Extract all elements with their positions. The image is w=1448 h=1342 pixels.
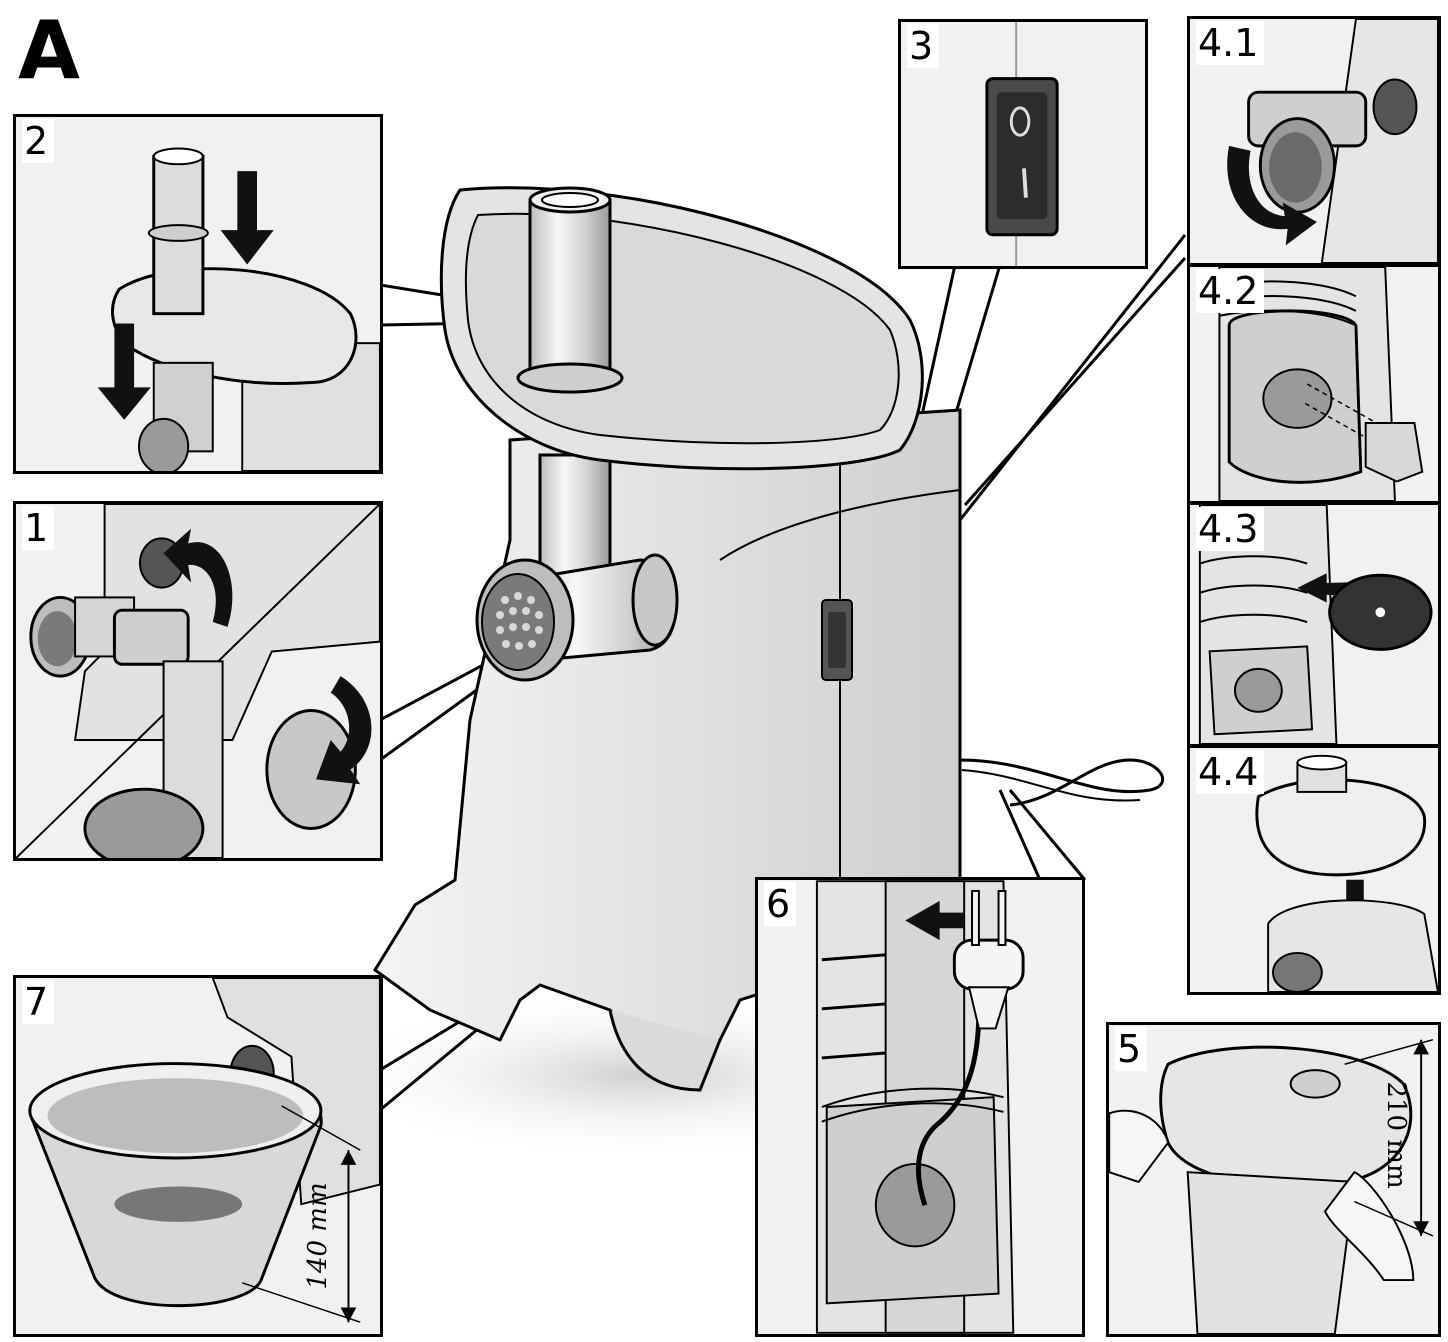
panel-step-2: 2	[13, 114, 383, 474]
panel-step-4-1: 4.1	[1187, 16, 1441, 266]
step-4-3-illustration	[1198, 505, 1433, 744]
step-number-7: 7	[22, 980, 55, 1024]
feed-neck	[538, 453, 612, 587]
step-7-illustration	[28, 978, 380, 1323]
mincer-plate-holes	[496, 592, 543, 650]
dimension-210mm: 210 mm	[1381, 1081, 1411, 1189]
step-4-2-illustration	[1218, 267, 1424, 501]
figure-label: A	[18, 4, 80, 97]
step-number-5: 5	[1115, 1027, 1148, 1071]
step-2-illustration	[97, 147, 380, 471]
arrow-icon	[905, 900, 965, 941]
arrow-icon	[163, 528, 233, 627]
step-number-4-2: 4.2	[1196, 269, 1265, 313]
plug-icon	[952, 890, 1025, 1030]
arrow-icon	[97, 323, 151, 420]
step-number-2: 2	[22, 119, 55, 163]
step-number-1: 1	[22, 506, 55, 550]
step-6-illustration	[815, 880, 1025, 1334]
feed-pusher	[528, 198, 612, 377]
dimension-140mm: 140 mm	[303, 1182, 333, 1290]
arrow-icon	[316, 676, 372, 785]
step-number-3: 3	[907, 24, 940, 68]
step-5-illustration	[1109, 1039, 1434, 1334]
step-3-illustration	[985, 22, 1059, 266]
panel-step-4-4: 4.4	[1187, 745, 1441, 995]
power-cord	[959, 758, 1164, 807]
panel-step-4-2: 4.2	[1187, 264, 1441, 504]
panel-step-3: 3	[898, 19, 1148, 269]
step-4-4-illustration	[1255, 754, 1438, 992]
step-1-illustration	[16, 504, 380, 858]
step-number-4-1: 4.1	[1196, 21, 1265, 65]
panel-step-6: 6	[755, 877, 1085, 1337]
step-number-4-4: 4.4	[1196, 750, 1265, 794]
panel-step-5: 5	[1106, 1022, 1441, 1337]
step-number-6: 6	[764, 882, 797, 926]
panel-step-1: 1	[13, 501, 383, 861]
arrow-icon	[220, 171, 274, 265]
step-number-4-3: 4.3	[1196, 507, 1265, 551]
panel-step-7: 7	[13, 975, 383, 1337]
arrow-icon	[1227, 145, 1317, 246]
panel-step-4-3: 4.3	[1187, 502, 1441, 747]
step-4-1-illustration	[1227, 19, 1438, 263]
